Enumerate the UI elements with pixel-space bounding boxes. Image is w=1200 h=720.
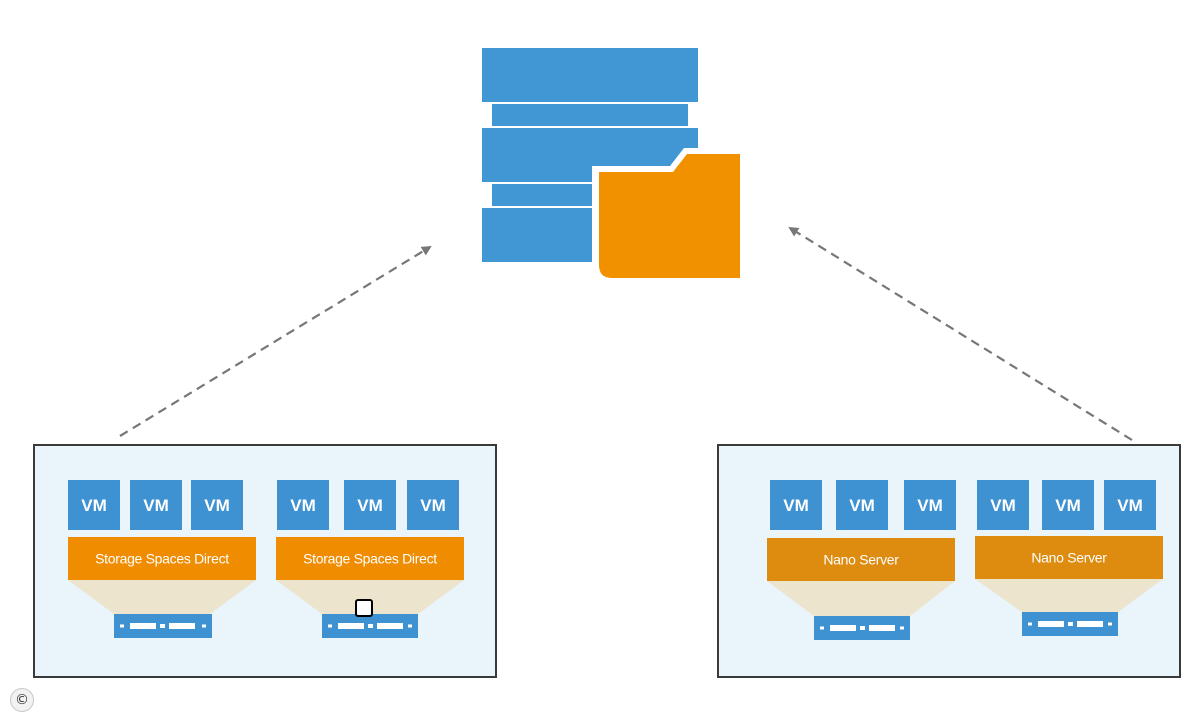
server-icon — [1022, 612, 1118, 636]
funnel-shape — [276, 580, 464, 614]
platform-label: Storage Spaces Direct — [303, 551, 437, 567]
server-icon — [322, 614, 418, 638]
vm-label: VM — [290, 496, 316, 515]
host-node: VM VM VM Storage Spaces Direct — [68, 480, 256, 638]
storage-stack-icon — [482, 48, 698, 262]
server-icon — [114, 614, 212, 638]
platform-label: Storage Spaces Direct — [95, 551, 229, 567]
platform-bar — [975, 536, 1163, 579]
vm-label: VM — [990, 496, 1016, 515]
vm-box — [977, 480, 1029, 530]
vm-box — [68, 480, 120, 530]
connector-arrow-left — [119, 245, 432, 437]
vm-label: VM — [1055, 496, 1081, 515]
vm-box — [1042, 480, 1094, 530]
vm-label: VM — [143, 496, 169, 515]
funnel-shape — [68, 580, 256, 614]
host-node: VM VM VM Nano Server — [975, 480, 1163, 636]
funnel-shape — [767, 581, 955, 616]
vm-box — [277, 480, 329, 530]
selection-handle[interactable] — [355, 599, 373, 617]
platform-bar — [68, 537, 256, 580]
copyright-badge: © — [10, 688, 34, 712]
vm-box — [191, 480, 243, 530]
platform-label: Nano Server — [823, 552, 899, 568]
platform-bar — [767, 538, 955, 581]
funnel-shape — [975, 579, 1163, 612]
vm-box — [130, 480, 182, 530]
folder-icon — [592, 148, 746, 284]
platform-label: Nano Server — [1031, 550, 1107, 566]
clusters: VM VM VM Storage Spaces Direct VM VM VM Storage… — [33, 444, 1181, 678]
vm-box — [407, 480, 459, 530]
vm-label: VM — [204, 496, 230, 515]
cluster-1: VM VM VM Storage Spaces Direct VM VM VM Storage… — [33, 444, 497, 678]
vm-label: VM — [1117, 496, 1143, 515]
vm-label: VM — [420, 496, 446, 515]
vm-box — [836, 480, 888, 530]
vm-box — [344, 480, 396, 530]
vm-box — [904, 480, 956, 530]
vm-label: VM — [849, 496, 875, 515]
vm-box — [1104, 480, 1156, 530]
vm-label: VM — [81, 496, 107, 515]
host-node: VM VM VM Storage Spaces Direct — [276, 480, 464, 638]
connector-arrow-right — [788, 226, 1133, 441]
cluster-2: VM VM VM Nano Server VM VM VM Nano Server — [717, 444, 1181, 678]
storage-share-icon — [482, 48, 746, 284]
server-icon — [814, 616, 910, 640]
vm-label: VM — [357, 496, 383, 515]
vm-box — [770, 480, 822, 530]
platform-bar — [276, 537, 464, 580]
vm-label: VM — [917, 496, 943, 515]
vm-label: VM — [783, 496, 809, 515]
host-node: VM VM VM Nano Server — [767, 480, 956, 640]
